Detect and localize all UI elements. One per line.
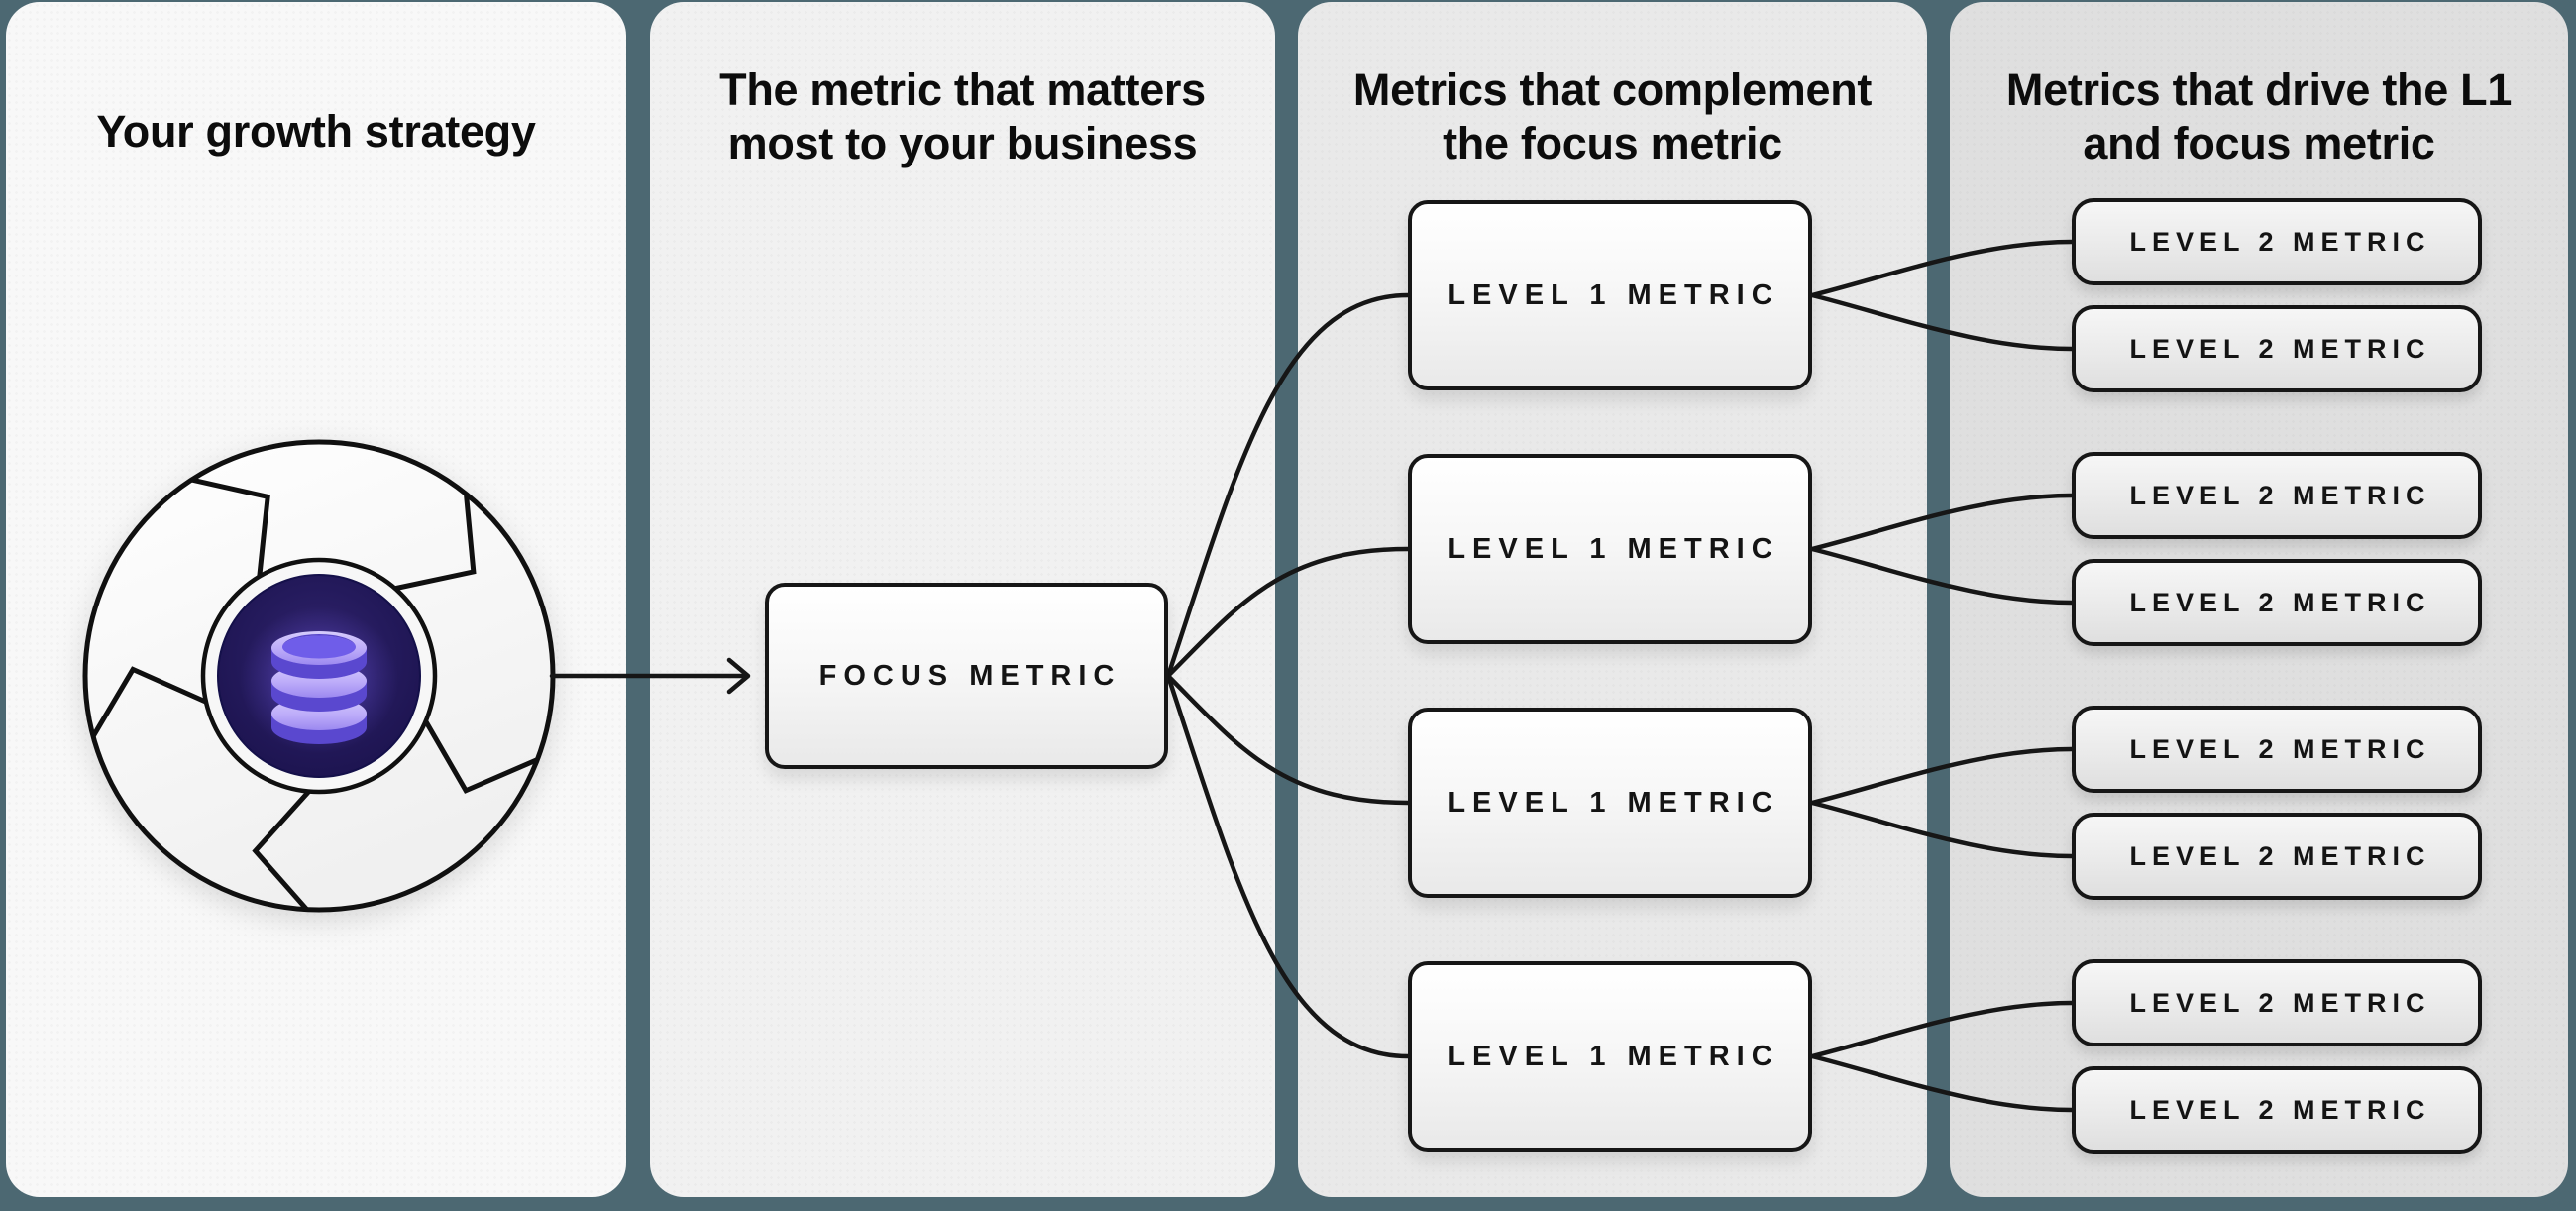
level1-metric-label: LEVEL 1 METRIC [1448, 1040, 1779, 1072]
level1-metric-label: LEVEL 1 METRIC [1448, 278, 1779, 311]
level2-metric-label: LEVEL 2 METRIC [2129, 587, 2431, 617]
level2-metric-label: LEVEL 2 METRIC [2129, 840, 2431, 871]
database-icon [271, 631, 367, 744]
panel-title-growth-strategy: Your growth strategy [39, 105, 593, 159]
panel-title-line: and focus metric [2083, 118, 2435, 168]
focus-metric-node: FOCUS METRIC [765, 583, 1168, 769]
level1-metric-node: LEVEL 1 METRIC [1408, 961, 1812, 1152]
level1-metric-node: LEVEL 1 METRIC [1408, 454, 1812, 644]
panel-title-level1-metrics: Metrics that complement the focus metric [1336, 63, 1890, 170]
panel-title-line: Your growth strategy [96, 106, 536, 157]
level1-metric-node: LEVEL 1 METRIC [1408, 200, 1812, 390]
growth-loop-database-icon [82, 439, 556, 913]
panel-title-level2-metrics: Metrics that drive the L1 and focus metr… [1982, 63, 2536, 170]
level2-metric-label: LEVEL 2 METRIC [2129, 733, 2431, 764]
level2-metric-node: LEVEL 2 METRIC [2072, 559, 2482, 646]
level2-metric-node: LEVEL 2 METRIC [2072, 706, 2482, 793]
level2-metric-label: LEVEL 2 METRIC [2129, 480, 2431, 510]
level2-metric-label: LEVEL 2 METRIC [2129, 987, 2431, 1018]
panel-title-line: Metrics that drive the L1 [2005, 64, 2513, 115]
level1-metric-label: LEVEL 1 METRIC [1448, 532, 1779, 565]
level1-metric-label: LEVEL 1 METRIC [1448, 786, 1779, 819]
level2-metric-label: LEVEL 2 METRIC [2129, 333, 2431, 364]
level2-metric-node: LEVEL 2 METRIC [2072, 198, 2482, 285]
panel-growth-strategy: Your growth strategy [6, 2, 626, 1197]
level2-metric-node: LEVEL 2 METRIC [2072, 1066, 2482, 1154]
panel-title-focus-metric: The metric that matters most to your bus… [686, 63, 1240, 170]
level2-metric-node: LEVEL 2 METRIC [2072, 305, 2482, 392]
level1-metric-node: LEVEL 1 METRIC [1408, 708, 1812, 898]
focus-metric-label: FOCUS METRIC [818, 659, 1122, 692]
panel-title-line: The metric that matters [719, 64, 1206, 115]
panel-title-line: the focus metric [1443, 118, 1782, 168]
level2-metric-label: LEVEL 2 METRIC [2129, 226, 2431, 257]
panel-title-line: Metrics that complement [1352, 64, 1873, 115]
level2-metric-node: LEVEL 2 METRIC [2072, 813, 2482, 900]
level2-metric-node: LEVEL 2 METRIC [2072, 452, 2482, 539]
panel-title-line: most to your business [727, 118, 1198, 168]
level2-metric-node: LEVEL 2 METRIC [2072, 959, 2482, 1046]
level2-metric-label: LEVEL 2 METRIC [2129, 1094, 2431, 1125]
